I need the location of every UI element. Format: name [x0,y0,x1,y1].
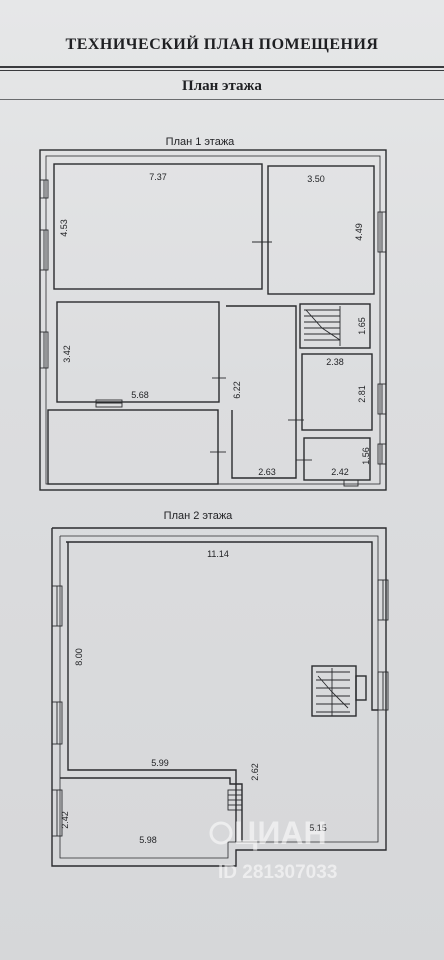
floor2-plan [51,527,387,867]
floor1-inner-wall [45,155,381,485]
dim-label: 2.42 [331,467,349,477]
floor1-room-top-right [267,165,375,295]
dim-label: 7.37 [149,172,167,182]
dim-label: 1.65 [357,317,367,335]
floor1-outer-wall [39,149,387,491]
floor2-stairs [316,668,350,716]
header-rule [0,66,444,68]
dim-label: 3.50 [307,174,325,184]
dim-label: 11.14 [207,549,229,559]
watermark-id: ID 281307033 [218,862,337,883]
dim-label: 4.49 [354,223,364,241]
floor1-room-small [301,353,373,431]
dim-label: 2.62 [250,763,260,781]
floor1-room-bottom-left [47,409,219,485]
floor1-stairs [304,306,341,346]
document-subtitle: План этажа [182,78,262,94]
header-rule [0,99,444,100]
dim-label: 5.15 [309,823,327,833]
watermark-brand: ЦИАН [234,815,327,851]
floor1-plan [39,149,387,491]
floor2-outer-wall [51,527,387,867]
dim-label: 2.38 [326,357,344,367]
floor2-partition-left [67,542,237,842]
floor1-room-large [53,163,263,290]
dim-label: 2.81 [357,385,367,403]
floor1-doors [210,236,312,466]
dim-label: 3.42 [62,345,72,363]
dim-label: 5.99 [151,758,169,768]
floor2-stair-landing [355,675,367,701]
floor2-partition-top [66,541,378,711]
floor1-room-middle-left [56,301,220,403]
cian-watermark: ЦИАН ID 281307033 [209,815,337,883]
dim-label: 5.68 [131,390,149,400]
document-title: ТЕХНИЧЕСКИЙ ПЛАН ПОМЕЩЕНИЯ [65,36,379,53]
floor2-windows [51,579,389,837]
dim-label: 2.42 [60,811,70,829]
floor1-stair-room [299,303,371,349]
header-rule [0,70,444,71]
dim-label: 8.00 [74,648,84,666]
dim-label: 5.98 [139,835,157,845]
dim-label: 2.63 [258,467,276,477]
floor1-windows [39,179,387,487]
dim-label: 1.56 [361,447,371,465]
dim-label: 4.53 [59,219,69,237]
floor2-caption: План 2 этажа [164,510,234,522]
floor1-caption: План 1 этажа [166,136,236,148]
floor2-stair-well [311,665,357,717]
cian-logo-icon [209,821,233,845]
floor2-inner-wall [59,535,379,859]
dim-label: 6.22 [232,381,242,399]
floor1-corridor [226,305,297,479]
floor2-partition-lower [60,777,243,842]
